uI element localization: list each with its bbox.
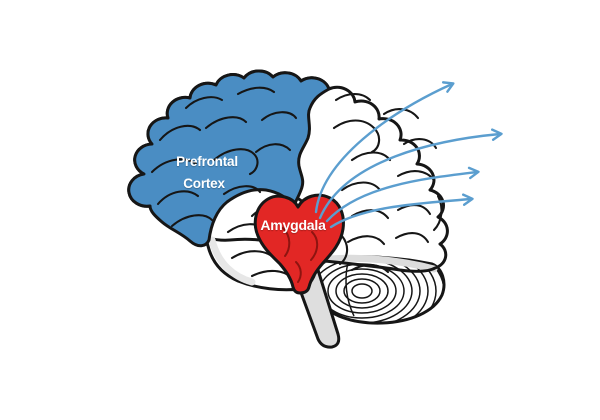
gyrus-line — [432, 194, 443, 232]
folia-stripe — [311, 256, 437, 324]
folia-stripe — [311, 256, 429, 324]
cerebellum-division-line — [345, 261, 355, 317]
folia-stripe — [335, 273, 389, 309]
gyrus-line — [184, 96, 224, 110]
projection-arrow-1 — [314, 81, 455, 214]
cerebrum — [127, 69, 449, 274]
gyrus-line — [346, 235, 386, 246]
amygdala-fold-line — [310, 231, 319, 261]
projection-arrows — [314, 81, 503, 229]
gyrus-line — [204, 116, 248, 130]
gyrus-line — [158, 124, 202, 142]
gyrus-line — [150, 158, 198, 174]
gyrus-line — [254, 143, 292, 154]
prefrontal-cortex-label-line2: Cortex — [183, 176, 225, 191]
projection-arrow-2 — [318, 128, 503, 220]
prefrontal-cortex-region — [127, 69, 331, 248]
gyrus-line — [350, 263, 390, 274]
folia-stripe — [327, 268, 397, 314]
gyrus-line — [170, 214, 214, 228]
amygdala-label: Amygdala — [260, 217, 326, 233]
amygdala-shape — [253, 193, 345, 295]
folia-stripe — [351, 283, 373, 299]
gyrus-line — [396, 204, 432, 216]
projection-arrow-3 — [325, 166, 480, 223]
folia-stripe — [311, 256, 421, 324]
gyrus-line — [402, 138, 438, 150]
amygdala-region — [253, 193, 345, 295]
folia-stripe — [343, 278, 381, 304]
projection-arrow-4 — [329, 193, 474, 229]
gyrus-line — [394, 232, 430, 244]
gyrus-line — [236, 86, 276, 96]
prefrontal-cortex-label-line1: Prefrontal — [176, 154, 238, 169]
labels: Prefrontal Cortex Amygdala — [176, 154, 326, 233]
gyrus-line — [212, 148, 259, 176]
gyrus-line — [222, 185, 262, 196]
prefrontal-cortex-shape — [127, 69, 331, 248]
gyrus-line — [332, 119, 381, 154]
gyrus-line — [156, 190, 200, 206]
gyrus-line — [338, 234, 349, 266]
gyrus-line — [260, 111, 298, 122]
gyrus-line — [334, 92, 372, 102]
amygdala-fold-line — [282, 227, 291, 257]
gyrus-line — [350, 151, 392, 162]
temporal-underside-shadow — [208, 236, 256, 286]
amygdala-fold-line — [295, 261, 302, 283]
gyrus-line — [340, 181, 382, 192]
